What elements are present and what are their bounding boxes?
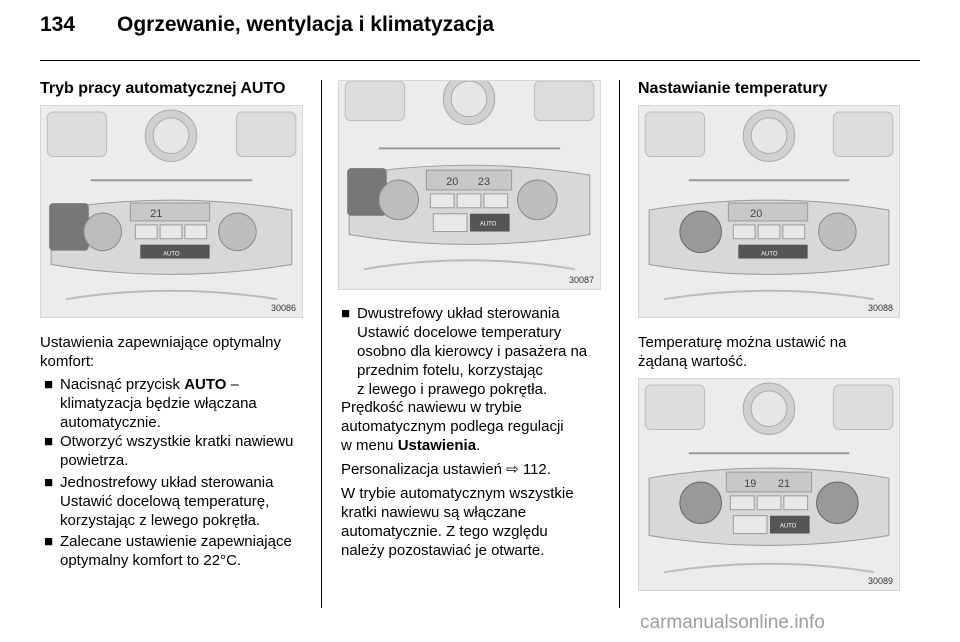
intro-line-2: komfort: (40, 353, 95, 370)
column-divider-left (321, 80, 322, 608)
figure-number: 30088 (867, 303, 893, 313)
intro-line-1: Ustawienia zapewniające optymalny (40, 334, 281, 351)
panel-display-text: 21 (150, 208, 162, 220)
fan-speed-line-2: automatycznym podlega regulacji (341, 418, 564, 435)
bullet-bold-auto: AUTO (184, 376, 227, 393)
bullet-mark: ■ (44, 474, 54, 491)
section-heading-auto: Tryb pracy automatycznej AUTO (40, 80, 286, 97)
bullet-mark: ■ (44, 376, 54, 393)
display-left-temp: 20 (446, 176, 458, 188)
temperature-text-line-1: Temperaturę można ustawić na (638, 334, 847, 351)
climate-panel-illustration: 19 21 AUTO (639, 379, 899, 590)
display-right-temp: 21 (778, 478, 790, 490)
figure-temperature-single: 20 AUTO 30088 (638, 105, 900, 318)
auto-mode-line-4: należy pozostawiać je otwarte. (341, 542, 545, 559)
bullet-press-auto: ■ Nacisnąć przycisk AUTO – klimatyzacja … (44, 375, 314, 435)
bullet-mark: ■ (44, 433, 54, 450)
figure-dual-zone: 20 23 AUTO 30087 (338, 80, 601, 290)
bullet-open-vents: ■ Otworzyć wszystkie kratki nawiewu powi… (44, 432, 314, 472)
page-title: Ogrzewanie, wentylacja i klimatyzacja (117, 13, 495, 36)
auto-button-label: AUTO (480, 222, 497, 228)
bullet-dual-zone: ■ Dwustrefowy układ sterowania Ustawić d… (341, 304, 611, 402)
bullet-text: Ustawić docelowe temperatury (357, 324, 562, 341)
settings-menu-name: Ustawienia (397, 437, 477, 454)
auto-mode-line-2: kratki nawiewu są włączane (341, 504, 527, 521)
display-left-temp: 19 (744, 478, 756, 490)
bullet-text: Zalecane ustawienie zapewniające (60, 533, 292, 550)
watermark: carmanualsonline.info (640, 612, 825, 633)
page-number: 134 (40, 13, 76, 36)
figure-single-zone-auto: 21 AUTO 30086 (40, 105, 303, 318)
bullet-text-dash: – (226, 376, 239, 393)
bullet-text: Nacisnąć przycisk (60, 376, 185, 393)
bullet-text: Ustawić docelową temperaturę, (60, 493, 270, 510)
auto-button-label: AUTO (780, 524, 797, 530)
bullet-text: Dwustrefowy układ sterowania (357, 305, 560, 322)
bullet-text: Otworzyć wszystkie kratki nawiewu (60, 433, 294, 450)
bullet-text: osobno dla kierowcy i pasażera na (357, 343, 588, 360)
figure-number: 30086 (270, 303, 296, 313)
bullet-text: klimatyzacja będzie włączana (60, 395, 257, 412)
figure-temperature-dual: 19 21 AUTO 30089 (638, 378, 900, 591)
auto-button-label: AUTO (163, 252, 180, 258)
fan-speed-line-3: w menu Ustawienia. (341, 437, 481, 454)
section-heading-temperature: Nastawianie temperatury (638, 80, 828, 97)
bullet-text: korzystając z lewego pokrętła. (60, 512, 261, 529)
auto-button-label: AUTO (761, 252, 778, 258)
bullet-text: automatycznie. (60, 414, 161, 431)
panel-display-text: 20 (750, 208, 762, 220)
bullet-mark: ■ (341, 305, 351, 322)
climate-panel-illustration: 20 23 AUTO (339, 81, 600, 289)
page-ref-arrow-icon: ⇨ (506, 461, 519, 478)
auto-mode-line-1: W trybie automatycznym wszystkie (341, 485, 574, 502)
figure-number: 30087 (568, 275, 594, 285)
climate-panel-illustration: 20 AUTO (639, 106, 899, 317)
bullet-text: z lewego i prawego pokrętła. (357, 381, 548, 398)
bullet-text: powietrza. (60, 452, 129, 469)
auto-mode-line-3: automatycznie. Z tego względu (341, 523, 548, 540)
temperature-text-line-2: żądaną wartość. (638, 353, 748, 370)
climate-panel-illustration: 21 AUTO (41, 106, 302, 317)
bullet-text: Jednostrefowy układ sterowania (60, 474, 274, 491)
bullet-recommended: ■ Zalecane ustawienie zapewniające optym… (44, 532, 314, 572)
bullet-mark: ■ (44, 533, 54, 550)
fan-speed-line-1: Prędkość nawiewu w trybie (341, 399, 522, 416)
bullet-text: optymalny komfort to 22°C. (60, 552, 242, 569)
display-right-temp: 23 (478, 176, 490, 188)
bullet-single-zone: ■ Jednostrefowy układ sterowania Ustawić… (44, 473, 314, 533)
column-divider-right (619, 80, 620, 608)
bullet-text: przednim fotelu, korzystając (357, 362, 543, 379)
header-rule (40, 60, 920, 61)
personalization-ref: Personalizacja ustawień ⇨ 112. (341, 461, 551, 478)
figure-number: 30089 (867, 576, 893, 586)
